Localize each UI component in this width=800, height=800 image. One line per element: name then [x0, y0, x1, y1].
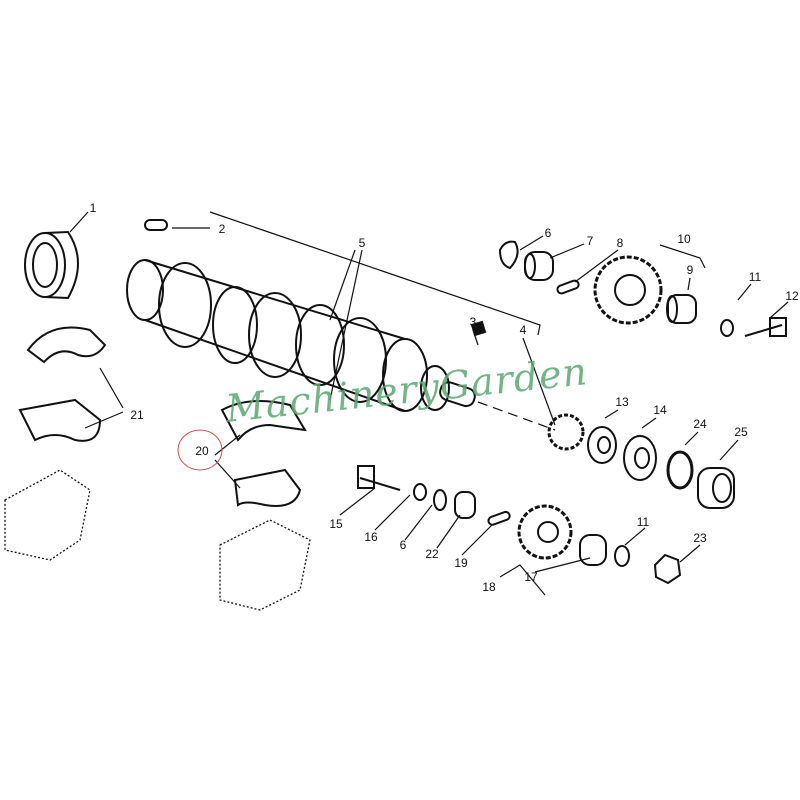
leader-lines: [69, 211, 789, 596]
callout-2: 2: [218, 222, 226, 236]
part-2-pin: [144, 219, 168, 231]
callout-14: 14: [653, 403, 667, 417]
callout-12: 12: [785, 289, 799, 303]
callout-1: 1: [89, 201, 97, 215]
callout-25: 25: [734, 425, 748, 439]
callout-21: 21: [130, 408, 144, 422]
callout-6: 6: [544, 226, 552, 240]
callout-22: 22: [425, 547, 439, 561]
small-parts: [357, 240, 787, 585]
callout-23: 23: [693, 531, 707, 545]
callout-17: 17: [524, 570, 538, 584]
callout-5: 5: [358, 236, 366, 250]
callout-24: 24: [693, 417, 707, 431]
callout-15: 15: [329, 517, 343, 531]
callout-11: 11: [748, 270, 762, 284]
part-1-seal-ring: [24, 230, 79, 300]
callout-20: 20: [195, 444, 209, 458]
callout-7: 7: [586, 234, 594, 248]
callout-19: 19: [454, 556, 468, 570]
engine-block-outline: [4, 469, 311, 611]
bearing-shells: [18, 326, 307, 507]
callout-10: 10: [677, 232, 691, 246]
callout-4: 4: [519, 323, 527, 337]
callout-11-lower: 11: [636, 515, 650, 529]
callout-8: 8: [616, 236, 624, 250]
callout-13: 13: [615, 395, 629, 409]
callout-6-lower: 6: [399, 538, 407, 552]
part-5-crankshaft: [126, 259, 476, 412]
callout-3: 3: [469, 315, 477, 329]
callout-16: 16: [364, 530, 378, 544]
callout-9: 9: [686, 263, 694, 277]
callout-18: 18: [482, 580, 496, 594]
highlight-circle-20: [177, 429, 223, 471]
